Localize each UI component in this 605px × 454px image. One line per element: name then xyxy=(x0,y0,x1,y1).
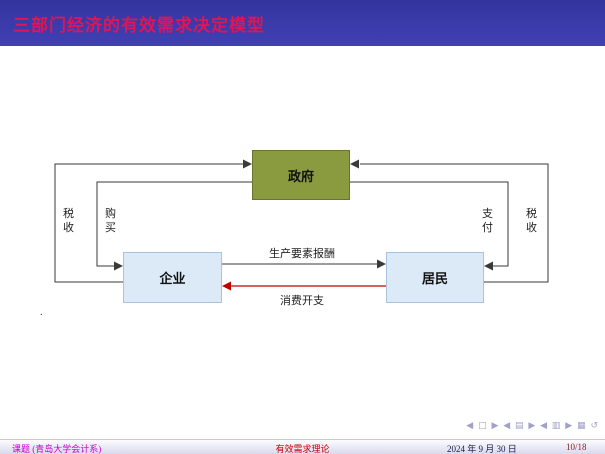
tax-left-arrowhead xyxy=(243,159,252,169)
slide-title: 三部门经济的有效需求决定模型 xyxy=(13,15,265,35)
purchase-arrowhead xyxy=(114,261,123,271)
consumption-label: 消费开支 xyxy=(280,295,324,307)
factor-payment-arrowhead xyxy=(377,259,386,269)
footer-bar: 课题 (青岛大学会计系) 有效需求理论 2024 年 9 月 30 日 10/1… xyxy=(0,439,605,454)
resident-node: 居民 xyxy=(386,252,484,303)
consumption-arrowhead xyxy=(222,281,231,291)
resident-node-label: 居民 xyxy=(421,271,448,286)
factor-payment-label: 生产要素报酬 xyxy=(269,248,335,260)
payment-label: 支付 xyxy=(482,208,493,234)
government-node-label: 政府 xyxy=(287,168,314,184)
stray-period-mark: . xyxy=(40,306,43,318)
footer-page-number: 10/18 xyxy=(566,442,587,452)
tax-right-arrowhead xyxy=(350,159,359,169)
tax-right-label: 税收 xyxy=(526,208,537,234)
tax-left-line xyxy=(54,163,244,283)
government-node: 政府 xyxy=(252,150,350,200)
footer-date: 2024 年 9 月 30 日 xyxy=(447,444,517,454)
tax-left-label: 税收 xyxy=(63,208,74,234)
beamer-navigation-symbols[interactable]: ◀ □ ▶ ◀ ▤ ▶ ◀ ▥ ▶ ▦ ↺ xyxy=(466,421,599,431)
tax-right-line xyxy=(360,163,549,283)
purchase-line xyxy=(96,181,252,267)
enterprise-node-label: 企业 xyxy=(159,271,186,286)
enterprise-node: 企业 xyxy=(123,252,222,303)
payment-arrowhead xyxy=(484,261,493,271)
slide-header-bar: 三部门经济的有效需求决定模型 xyxy=(0,0,605,46)
footer-author: 课题 (青岛大学会计系) xyxy=(12,444,102,454)
payment-line xyxy=(350,181,509,267)
purchase-label: 购买 xyxy=(105,208,116,234)
footer-short-title: 有效需求理论 xyxy=(275,444,330,454)
